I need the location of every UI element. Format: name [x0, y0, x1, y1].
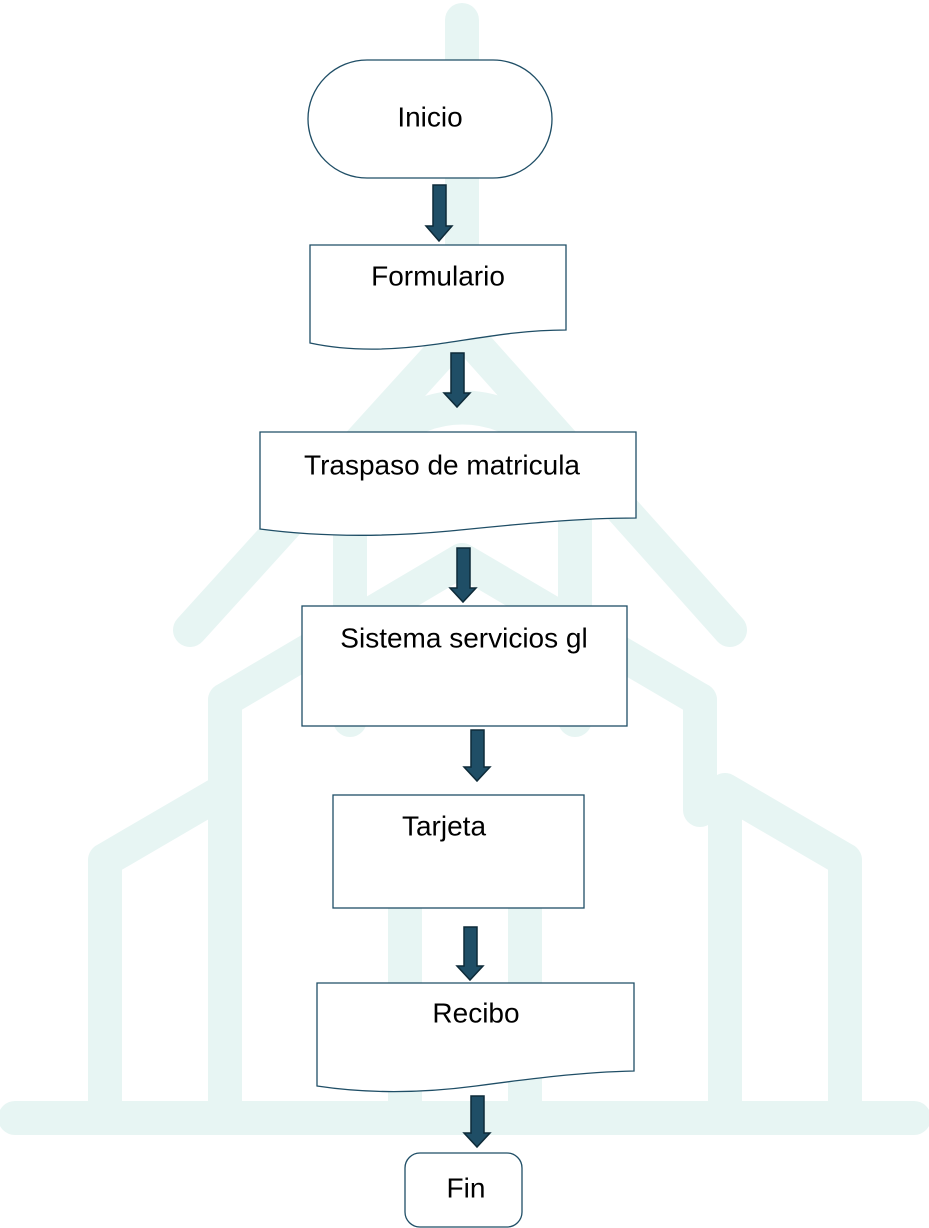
node-tarjeta: Tarjeta	[332, 794, 585, 909]
document-shape	[309, 244, 567, 350]
node-inicio: Inicio	[307, 59, 553, 179]
arrow-tarjeta-to-recibo	[455, 926, 485, 982]
arrow-recibo-to-fin	[462, 1095, 492, 1149]
node-recibo-label: Recibo	[432, 997, 519, 1028]
process-shape	[332, 794, 585, 909]
arrow-inicio-to-formulario	[424, 184, 454, 243]
terminator-shape	[307, 59, 553, 179]
node-formulario-label: Formulario	[371, 260, 505, 291]
terminator-shape	[404, 1152, 523, 1228]
node-formulario: Formulario	[309, 244, 567, 350]
node-recibo: Recibo	[316, 982, 635, 1093]
document-shape	[316, 982, 635, 1093]
node-traspaso: Traspaso de matricula	[259, 431, 637, 536]
arrow-traspaso-to-sistema	[448, 547, 478, 604]
arrow-sistema-to-tarjeta	[462, 729, 492, 783]
node-fin-label: Fin	[447, 1172, 486, 1203]
node-sistema: Sistema servicios gl	[301, 605, 628, 727]
process-shape	[301, 605, 628, 727]
arrow-formulario-to-traspaso	[442, 352, 472, 409]
node-sistema-label: Sistema servicios gl	[340, 622, 587, 653]
document-shape	[259, 431, 637, 536]
node-traspaso-label: Traspaso de matricula	[304, 449, 580, 480]
node-tarjeta-label: Tarjeta	[402, 810, 486, 841]
node-fin: Fin	[404, 1152, 523, 1228]
node-inicio-label: Inicio	[397, 101, 462, 132]
